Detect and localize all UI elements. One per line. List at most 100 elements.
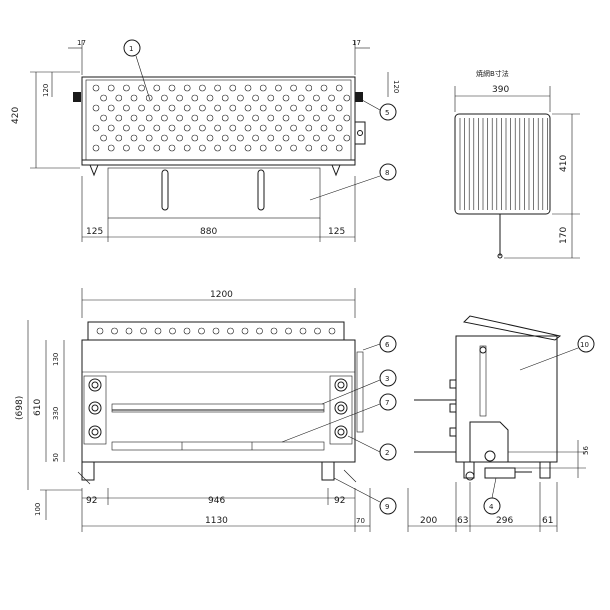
perforation-hole [256,327,263,335]
perforation-hole [145,114,153,122]
perforation-hole [237,114,244,122]
dim-front-total-height: (698) [15,396,25,420]
perforation-hole [176,114,183,122]
perforation-hole [343,134,351,142]
dim-front-1130: 1130 [205,516,228,526]
perforation-hole [138,84,145,92]
perforation-hole [183,327,191,335]
perforation-hole [92,144,100,152]
perforation-hole [320,144,328,152]
perforation-hole [259,84,267,92]
front-view: 1200 (698) 610 130 [15,288,397,532]
dim-top-upper-left: 120 [42,84,50,97]
perforation-hole [168,124,176,132]
perforation-hole [107,144,115,152]
perforation-hole [168,104,176,112]
grill-net-title: 焼網B寸法 [476,69,509,78]
dim-front-left-92: 92 [86,496,97,506]
dim-side-296: 296 [496,516,513,526]
dim-side-61: 61 [542,516,553,526]
side-view: 56 200 63 296 61 10 4 [407,315,595,532]
perforation-hole [214,124,221,132]
perforation-hole [115,114,123,122]
perforation-hole [313,94,320,102]
perforation-hole [267,94,275,102]
perforation-hole [191,134,199,142]
svg-text:6: 6 [385,341,390,349]
dim-front-70: 70 [356,517,365,525]
svg-text:8: 8 [385,169,389,177]
perforation-hole [199,104,206,112]
perforation-hole [290,104,297,112]
perforation-hole [241,327,249,335]
dim-top-bottom-left: 125 [86,227,103,237]
dim-top-upper-right: 120 [392,80,400,93]
callout-9 [379,497,397,515]
perforation-hole [305,144,313,152]
perforation-hole [320,104,328,112]
perforation-hole [305,104,313,112]
perforation-hole [259,104,267,112]
svg-text:2: 2 [385,449,389,457]
callout-7 [379,393,397,411]
perforation-hole [229,84,237,92]
perforation-hole [305,84,313,92]
perforation-hole [125,327,133,335]
perforation-hole [297,134,305,142]
perforation-hole [183,104,191,112]
dim-front-946: 946 [208,496,225,506]
perforation-hole [237,94,244,102]
top-view: 17 17 420 120 120 125 880 125 1 5 8 [11,39,400,242]
perforation-hole [123,144,130,152]
perforation-hole [111,327,118,335]
perforation-hole [96,327,104,335]
perforation-hole [100,94,107,102]
perforation-hole [267,114,275,122]
perforation-hole [115,134,123,142]
dim-top-gap-right: 17 [352,39,361,47]
svg-text:10: 10 [580,341,589,349]
perforation-hole [153,144,161,152]
perforation-hole [313,134,320,142]
perforation-hole [130,134,138,142]
perforation-hole [290,144,297,152]
perforation-hole [130,94,138,102]
perforation-hole [214,144,221,152]
perforation-hole [145,134,153,142]
perforation-hole [221,134,229,142]
perforation-hole [259,144,267,152]
perforation-hole [107,104,115,112]
perforation-hole [275,104,282,112]
svg-text:4: 4 [489,503,494,511]
dim-front-100: 100 [34,503,42,516]
perforation-hole [191,94,199,102]
perforation-hole [227,327,234,335]
top-perforation-holes [92,84,351,152]
callout-1 [123,39,141,57]
perforation-hole [183,124,191,132]
perforation-hole [130,114,138,122]
perforation-hole [153,104,161,112]
perforation-hole [252,114,259,122]
perforation-hole [191,114,199,122]
perforation-hole [183,144,191,152]
perforation-hole [237,134,244,142]
svg-text:7: 7 [385,399,389,407]
perforation-hole [168,84,176,92]
perforation-hole [161,94,168,102]
side-body [455,335,558,463]
perforation-hole [335,104,343,112]
grill-net-outline [454,113,551,215]
dim-front-width: 1200 [210,290,233,300]
perforation-hole [138,104,145,112]
perforation-hole [335,84,343,92]
perforation-hole [100,134,107,142]
perforation-hole [214,104,221,112]
perforation-hole [320,84,328,92]
dim-top-height: 420 [11,107,21,124]
perforation-hole [161,134,168,142]
perforation-hole [290,124,297,132]
perforation-hole [313,114,320,122]
perforation-hole [161,114,168,122]
